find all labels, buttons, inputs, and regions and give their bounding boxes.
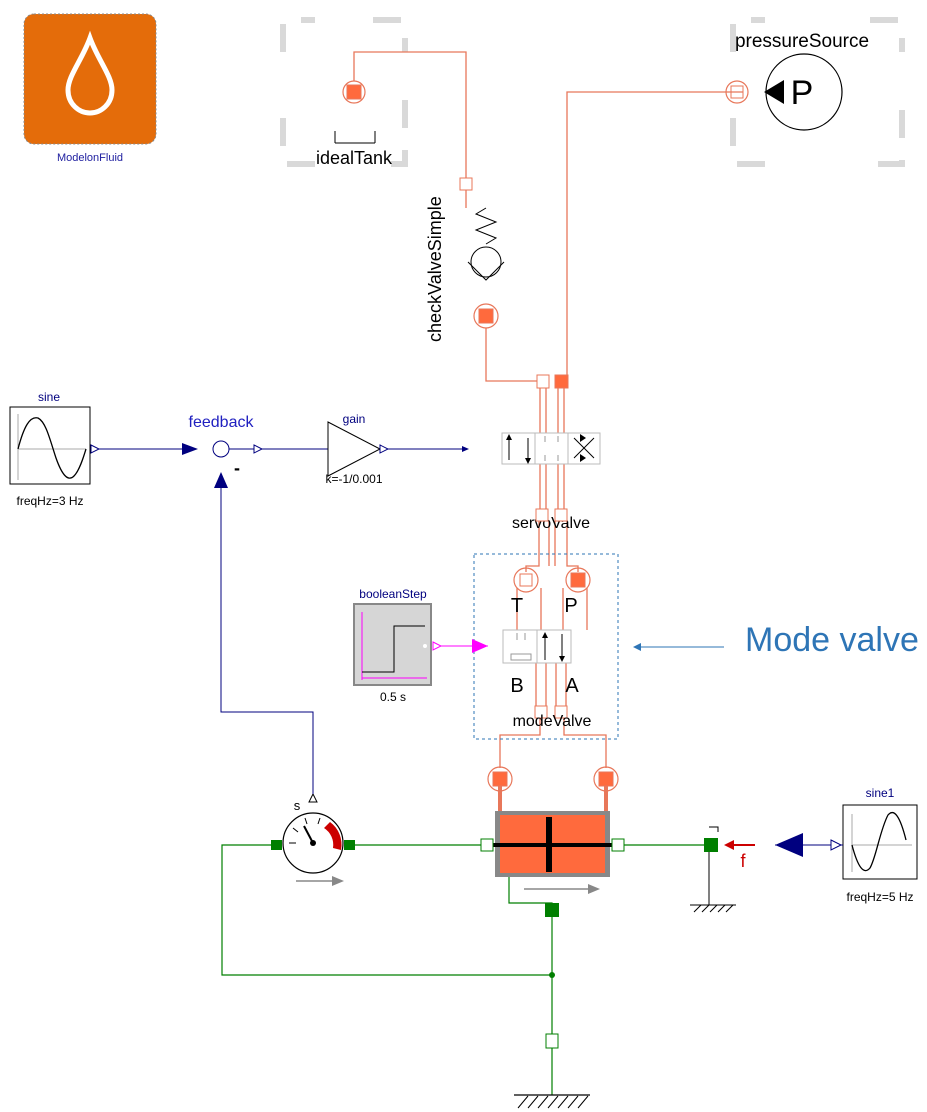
sine1-param: freqHz=5 Hz [846,890,913,904]
mode-valve[interactable]: T P B A modeValve [473,553,619,740]
signal-lines [99,448,465,794]
gain-param: k=-1/0.001 [325,472,382,486]
servo-valve-port-t[interactable] [536,374,550,389]
ideal-tank[interactable]: idealTank [280,17,408,168]
hydraulic-cylinder[interactable] [480,766,625,917]
library-icon[interactable]: ModelonFluid [23,13,157,164]
drop-icon [65,30,115,116]
sine-source[interactable]: sine freqHz=3 Hz [9,390,101,508]
mode-valve-annotation: Mode valve [633,621,919,659]
annotation-text: Mode valve [745,621,919,659]
boolean-step-label: booleanStep [359,587,427,601]
servo-valve[interactable]: servoValve [501,374,601,532]
check-valve[interactable]: checkValveSimple [425,177,505,342]
junction-dot [549,972,555,978]
sine-param: freqHz=3 Hz [16,494,83,508]
mechanical-lines [221,844,704,1095]
sine1-source[interactable]: sine1 freqHz=5 Hz [775,786,918,904]
fixed-ground[interactable] [514,1033,590,1109]
mode-valve-port-t[interactable] [519,573,533,587]
pressure-source-symbol: P [791,74,814,112]
port-label-b: B [510,675,523,697]
pressure-arrow-icon [764,80,784,104]
force-source[interactable]: f [690,826,755,913]
servo-valve-port-p[interactable] [554,374,569,389]
check-valve-label: checkValveSimple [425,196,445,342]
feedback-minus: - [234,458,240,478]
gain-block[interactable]: gain k=-1/0.001 [325,412,469,486]
mode-valve-label: modeValve [513,713,592,730]
port-label-p: P [564,595,577,617]
pressure-source[interactable]: P pressureSource [725,17,905,167]
force-label: f [740,851,746,871]
sine1-label: sine1 [866,786,895,800]
port-label-a: A [565,675,579,697]
ideal-tank-label: idealTank [316,148,393,168]
gain-label: gain [343,412,366,426]
sensor-label: s [294,798,301,813]
cylinder-flange-b[interactable] [611,838,625,852]
boolean-step[interactable]: booleanStep 0.5 s [353,587,488,704]
sine-label: sine [38,390,60,404]
boolean-step-param: 0.5 s [380,690,406,704]
feedback-block[interactable]: feedback - [182,414,264,488]
position-sensor[interactable]: s [271,792,355,886]
feedback-label: feedback [189,414,255,431]
cylinder-flange-a[interactable] [480,838,494,852]
library-label: ModelonFluid [57,152,123,164]
servo-valve-label: servoValve [512,515,590,532]
pressure-source-label: pressureSource [735,31,869,52]
port-label-t: T [511,595,523,617]
fluid-pipes [353,51,743,768]
mode-valve-port-p[interactable] [570,572,586,588]
